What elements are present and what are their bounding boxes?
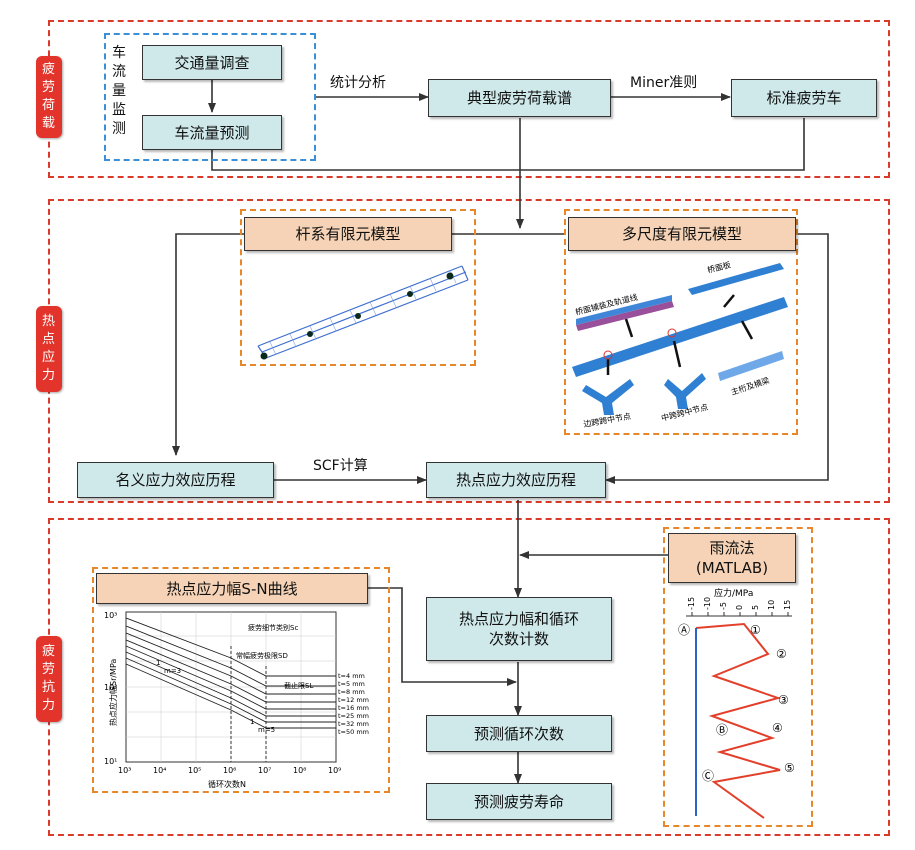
label-miner: Miner准则 xyxy=(630,75,698,91)
traffic-forecast-box[interactable]: 车流量预测 xyxy=(142,115,282,150)
rainflow-point: ② xyxy=(776,647,787,661)
rainflow-point: ⑤ xyxy=(784,761,795,775)
monitoring-char: 监 xyxy=(112,102,126,118)
rainflow-tick: 0 xyxy=(735,605,744,610)
sn-thickness: t=5 mm xyxy=(338,680,365,688)
sn-xtick: 10⁴ xyxy=(153,766,166,775)
sn-thickness: t=25 mm xyxy=(338,712,369,720)
sn-curve-box[interactable]: 热点应力幅S-N曲线 xyxy=(96,573,368,604)
sn-annotation: 疲劳细节类别Sc xyxy=(248,623,298,632)
sn-slope: m=5 xyxy=(258,726,275,734)
rainflow-point: Ⓒ xyxy=(702,769,714,783)
label-scf: SCF计算 xyxy=(313,458,368,474)
tag-char: 疲 xyxy=(41,644,56,659)
monitoring-char: 流 xyxy=(112,64,126,80)
hotspot-history-box[interactable]: 热点应力效应历程 xyxy=(426,462,606,498)
rainflow-red-path xyxy=(695,622,782,819)
sn-xtick: 10⁵ xyxy=(188,766,201,775)
sn-xtick: 10⁹ xyxy=(328,766,341,775)
label-statistics: 统计分析 xyxy=(330,75,386,91)
tag-char: 热 xyxy=(41,314,56,329)
frame-model-box[interactable]: 杆系有限元模型 xyxy=(244,217,452,251)
sn-annotation: 常幅疲劳极限SD xyxy=(236,651,288,660)
label-deck-plate: 桥面板 xyxy=(706,259,732,275)
sn-thickness: t=16 mm xyxy=(338,704,369,712)
frame-model-group xyxy=(240,209,476,366)
fatigue-spectrum-box[interactable]: 典型疲劳荷载谱 xyxy=(428,79,611,117)
sn-thickness: t=4 mm xyxy=(338,672,365,680)
monitoring-char: 车 xyxy=(112,45,126,61)
section-tag-stress: 热 点 应 力 xyxy=(36,306,62,392)
tag-char: 劳 xyxy=(41,662,56,677)
rainflow-tick: 5 xyxy=(751,605,760,610)
rainflow-tick: -5 xyxy=(719,602,728,610)
arrow-frame-nominal xyxy=(172,233,244,456)
sn-xtick: 10⁷ xyxy=(258,766,271,775)
sn-curve-chart: 10³ 10² 10¹ 10³ 10⁴ 10⁵ 10⁶ 10⁷ 10⁸ 10⁹ … xyxy=(104,611,369,789)
arrow-sn-count xyxy=(368,587,517,686)
traffic-survey-box[interactable]: 交通量调查 xyxy=(142,45,282,80)
range-count-box[interactable]: 热点应力幅和循环 次数计数 xyxy=(426,597,612,661)
rainflow-tick: 10 xyxy=(767,600,776,610)
sn-xlabel: 循环次数N xyxy=(208,779,246,789)
rainflow-point: ④ xyxy=(772,721,783,735)
tag-char: 荷 xyxy=(41,98,56,113)
rainflow-tick: -15 xyxy=(687,597,696,610)
monitoring-char: 量 xyxy=(112,83,126,99)
sn-xtick: 10⁸ xyxy=(293,766,306,775)
rainflow-point: Ⓐ xyxy=(678,623,690,637)
tag-char: 力 xyxy=(41,368,56,383)
sn-thickness: t=50 mm xyxy=(338,728,369,736)
rainflow-axis-label: 应力/MPa xyxy=(714,587,753,599)
standard-truck-box[interactable]: 标准疲劳车 xyxy=(731,79,877,117)
monitoring-label: 车 流 量 监 测 xyxy=(108,44,130,139)
tag-char: 力 xyxy=(41,698,56,713)
sn-ytick: 10³ xyxy=(104,611,117,620)
predict-life-box[interactable]: 预测疲劳寿命 xyxy=(426,783,612,820)
traffic-monitoring-group xyxy=(104,33,316,161)
label-main-truss: 主桁及横梁 xyxy=(730,375,771,397)
rainflow-chart: 应力/MPa -15 -10 -5 0 5 10 15 Ⓐ ① ② ③ ④ ⑤ … xyxy=(678,587,795,819)
rainflow-point: ① xyxy=(750,623,761,637)
predict-cycles-box[interactable]: 预测循环次数 xyxy=(426,715,612,752)
rainflow-tick: -10 xyxy=(703,597,712,610)
rainflow-group xyxy=(663,527,813,827)
rainflow-point: ③ xyxy=(778,693,789,707)
monitoring-char: 测 xyxy=(112,121,126,137)
sn-slope: 1 xyxy=(156,659,160,667)
sn-ytick: 10² xyxy=(104,683,117,692)
tag-char: 点 xyxy=(41,332,56,347)
sn-xtick: 10³ xyxy=(118,766,131,775)
sn-xtick: 10⁶ xyxy=(223,766,236,775)
tag-char: 抗 xyxy=(41,680,56,695)
rainflow-box[interactable]: 雨流法 (MATLAB) xyxy=(668,533,796,583)
sn-annotation: 截止限SL xyxy=(284,681,313,690)
sn-thickness: t=32 mm xyxy=(338,720,369,728)
rainflow-text: 雨流法 (MATLAB) xyxy=(695,539,769,577)
sn-thickness: t=12 mm xyxy=(338,696,369,704)
sn-thickness: t=8 mm xyxy=(338,688,365,696)
arrow-multiscale-hotspot xyxy=(605,233,829,484)
range-count-text: 热点应力幅和循环 次数计数 xyxy=(458,610,579,648)
multiscale-model-image: 桥面板 桥面铺装及轨道线 主桁及横梁 边跨跨中节点 中跨跨中节点 xyxy=(572,259,788,429)
sn-curve-group xyxy=(92,567,390,793)
nominal-history-box[interactable]: 名义应力效应历程 xyxy=(77,462,274,498)
multiscale-model-group xyxy=(564,209,798,435)
sn-ylabel: 热点应力幅Sr/MPa xyxy=(108,659,118,726)
sn-slope: m=3 xyxy=(164,667,181,675)
sn-slope: 1 xyxy=(250,718,254,726)
rainflow-point: Ⓑ xyxy=(716,723,728,737)
tag-char: 劳 xyxy=(41,80,56,95)
frame-model-image xyxy=(257,265,469,360)
multiscale-model-box[interactable]: 多尺度有限元模型 xyxy=(568,217,796,251)
tag-char: 疲 xyxy=(41,62,56,77)
section-tag-resistance: 疲 劳 抗 力 xyxy=(36,636,62,722)
rainflow-tick: 15 xyxy=(783,600,792,610)
tag-char: 应 xyxy=(41,350,56,365)
section-tag-load: 疲 劳 荷 载 xyxy=(36,56,62,138)
tag-char: 载 xyxy=(41,116,56,131)
sn-ytick: 10¹ xyxy=(104,757,117,766)
